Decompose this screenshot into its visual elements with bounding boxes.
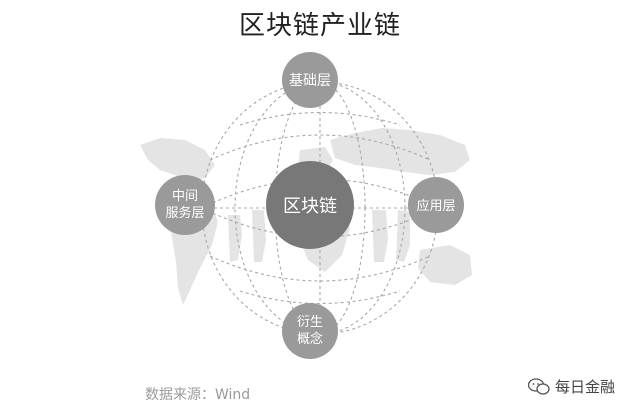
- bottom-node-label-line2: 概念: [297, 331, 323, 347]
- center-node: [266, 161, 354, 249]
- bottom-node: [282, 303, 338, 359]
- left-node-label-line2: 服务层: [165, 205, 204, 221]
- wechat-watermark: 每日金融: [528, 376, 615, 397]
- left-node: [155, 175, 215, 235]
- bottom-node-label-line1: 衍生: [297, 315, 323, 330]
- wechat-icon: [528, 377, 550, 395]
- watermark-text: 每日金融: [555, 378, 616, 396]
- left-node-label-line1: 中间: [172, 189, 198, 204]
- top-node: [282, 52, 338, 108]
- right-node-label: 应用层: [416, 198, 455, 214]
- center-node-label: 区块链: [283, 196, 337, 217]
- data-source-note: 数据来源：Wind: [145, 387, 251, 403]
- diagram-title: 区块链产业链: [238, 11, 401, 41]
- right-node: [408, 177, 464, 233]
- top-node-label: 基础层: [289, 72, 331, 89]
